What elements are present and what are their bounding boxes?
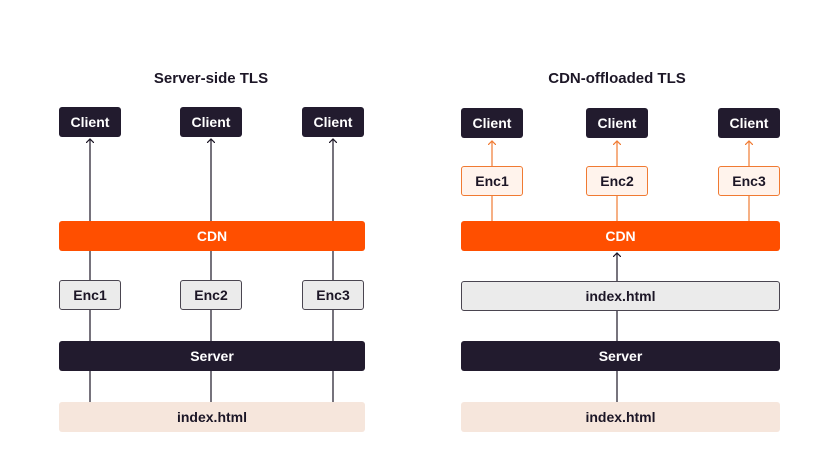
left-cdn-bar: CDN	[59, 221, 365, 251]
left-enc-2: Enc2	[180, 280, 242, 310]
left-client-3: Client	[302, 107, 364, 137]
right-client-3: Client	[718, 108, 780, 138]
right-client-2: Client	[586, 108, 648, 138]
right-file-bar: index.html	[461, 402, 780, 432]
right-server-bar: Server	[461, 341, 780, 371]
right-cdn-bar: CDN	[461, 221, 780, 251]
left-enc-1: Enc1	[59, 280, 121, 310]
right-client-1: Client	[461, 108, 523, 138]
left-diagram-title: Server-side TLS	[153, 70, 269, 87]
right-enc-2: Enc2	[586, 166, 648, 196]
right-cached-file-bar: index.html	[461, 281, 780, 311]
left-client-2: Client	[180, 107, 242, 137]
right-diagram-title: CDN-offloaded TLS	[548, 70, 686, 87]
right-enc-3: Enc3	[718, 166, 780, 196]
left-file-bar: index.html	[59, 402, 365, 432]
left-server-bar: Server	[59, 341, 365, 371]
right-enc-1: Enc1	[461, 166, 523, 196]
left-enc-3: Enc3	[302, 280, 364, 310]
left-client-1: Client	[59, 107, 121, 137]
